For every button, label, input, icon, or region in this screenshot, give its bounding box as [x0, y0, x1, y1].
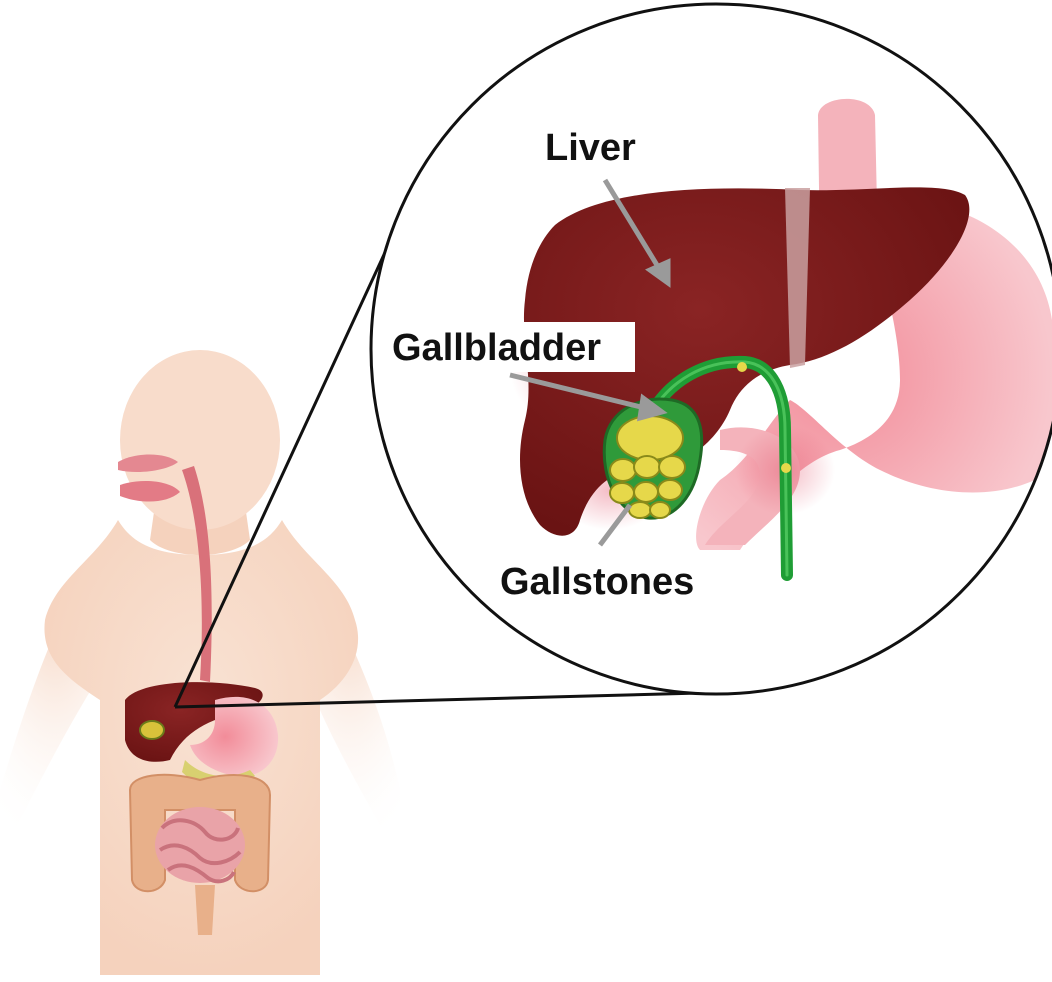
small-intestine: [155, 807, 245, 883]
gallbladder-small: [140, 721, 164, 739]
gallstone-large: [617, 416, 683, 460]
gallstone: [650, 502, 670, 518]
gallstone: [610, 459, 636, 481]
gallstone: [634, 482, 658, 502]
gallbladder-label: Gallbladder: [392, 327, 601, 369]
duct-valve-1: [737, 362, 747, 372]
rectum: [195, 885, 215, 935]
gallstone: [659, 456, 685, 478]
gallstones-label: Gallstones: [500, 561, 694, 603]
magnified-view: Liver Gallbladder Gallstones: [371, 4, 1052, 694]
gallstone: [634, 456, 660, 478]
human-figure: [0, 350, 400, 975]
duct-valve-2: [781, 463, 791, 473]
gallstone: [658, 480, 682, 500]
gallstone: [610, 483, 634, 503]
liver-label: Liver: [545, 127, 636, 169]
gallstone: [629, 502, 651, 518]
